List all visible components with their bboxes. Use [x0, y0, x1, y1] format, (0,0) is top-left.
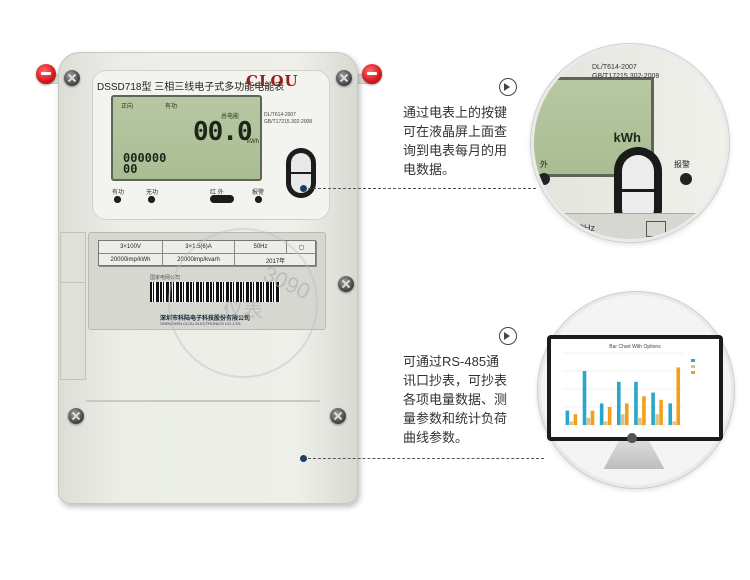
- pointer-dot-rs485: [300, 455, 307, 462]
- cover-seam: [86, 400, 320, 402]
- indicator-reactive-label: 无功: [146, 190, 159, 196]
- screw-top-left-icon: [64, 70, 80, 86]
- zoom-standards: DL/T614-2007 GB/T17215.302-2008: [592, 64, 660, 80]
- seal-right-icon: [362, 64, 382, 84]
- chart-bar: [621, 414, 625, 425]
- chart-bar: [573, 414, 578, 425]
- chart-bar: [617, 381, 621, 425]
- chart-bar: [625, 403, 629, 425]
- pointer-dot-keypad: [300, 185, 307, 192]
- barcode-label: 国家电网公司: [150, 275, 181, 281]
- lcd-display: 正向 有功 总电能 00.0 kWh 000000 00: [111, 95, 262, 181]
- zoom-frequency: 50Hz: [574, 223, 596, 233]
- led-alarm-icon: [255, 196, 262, 203]
- feature-keypad-text: 通过电表上的按键 可在液晶屏上面查 询到电表每月的用 电数据。: [403, 105, 508, 177]
- screw-mid-right-icon: [338, 276, 354, 292]
- screw-bottom-right-icon: [330, 408, 346, 424]
- pointer-line-keypad: [308, 188, 536, 189]
- spec-voltage: 3×100V: [99, 241, 163, 254]
- lcd-tag-active: 有功: [165, 104, 178, 110]
- meter-standards: DL/T614-2007 GB/T17215.302-2008: [264, 112, 313, 125]
- screw-top-right-icon: [336, 70, 352, 86]
- infrared-port-icon: [210, 195, 234, 203]
- chart-bar: [590, 410, 595, 425]
- indicator-active-label: 有功: [112, 190, 125, 196]
- chart-bar: [672, 421, 677, 425]
- chart-bar: [603, 421, 608, 425]
- meter-model-title: DSSD718型 三相三线电子式多功能电能表: [97, 82, 285, 93]
- indicator-infrared-label: 红 外: [210, 190, 224, 196]
- chart-bar: [599, 403, 604, 425]
- chart-bar: [642, 396, 646, 425]
- chart-legend-swatch: [691, 371, 695, 374]
- zoom-label-ir: 外: [540, 160, 548, 169]
- chart-bar: [586, 417, 591, 425]
- zoom-led-ir-icon: [538, 173, 550, 185]
- monitor-screen: Bar Chart With Options: [551, 339, 719, 437]
- chart-bar: [676, 367, 681, 425]
- lcd-tag-energy: 总电能: [221, 114, 240, 120]
- chart-legend: [691, 359, 695, 374]
- lcd-unit: kWh: [247, 139, 259, 145]
- indicator-alarm-label: 报警: [252, 190, 265, 196]
- spec-box-icon: ▢: [287, 241, 317, 254]
- chart-bar: [634, 381, 638, 425]
- chart-bar: [582, 371, 587, 425]
- zoom-nameplate: [554, 213, 724, 239]
- chart-bars: [565, 367, 681, 425]
- zoom-box-icon: [646, 221, 666, 237]
- bar-chart: Bar Chart With Options: [563, 344, 695, 426]
- seal-left-icon: [36, 64, 56, 84]
- chart-legend-swatch: [691, 365, 695, 368]
- chart-bar: [565, 410, 570, 425]
- chart-bar: [655, 414, 659, 425]
- zoom-led-alarm-icon: [680, 173, 692, 185]
- arrow-right-icon-1: [499, 78, 517, 96]
- chart-bar: [638, 417, 642, 425]
- led-reactive-icon: [148, 196, 155, 203]
- pointer-line-rs485: [308, 458, 544, 459]
- chart-bar: [569, 421, 574, 425]
- arrow-right-icon-2: [499, 327, 517, 345]
- lcd-reading: 00.0: [193, 117, 253, 147]
- zoom-label-alarm: 报警: [674, 160, 690, 169]
- watermark-stamp: 仪表 3090: [168, 228, 318, 378]
- chart-bar: [668, 403, 673, 425]
- screw-bottom-left-icon: [68, 408, 84, 424]
- chart-bar: [659, 399, 663, 425]
- feature-rs485-text: 可通过RS-485通 讯口抄表，可抄表 各项电量数据、测 量参数和统计负荷 曲线…: [403, 354, 508, 445]
- led-active-icon: [114, 196, 121, 203]
- apple-logo-icon: [627, 433, 637, 443]
- chart-legend-swatch: [691, 359, 695, 362]
- lcd-digits: 000000 00: [123, 151, 167, 176]
- lcd-tag-forward: 正向: [121, 104, 134, 110]
- spec-active-const: 20000imp/kWh: [99, 254, 163, 267]
- brand-logo: CLOU: [246, 72, 299, 90]
- terminal-tab-lower: [60, 282, 86, 380]
- zoom-keypad: kWh DL/T614-2007 GB/T17215.302-2008 外 报警…: [531, 44, 729, 242]
- chart-bar: [607, 407, 612, 425]
- chart-title: Bar Chart With Options: [609, 344, 661, 350]
- chart-bar: [651, 392, 655, 425]
- monitor-frame: Bar Chart With Options: [547, 335, 723, 441]
